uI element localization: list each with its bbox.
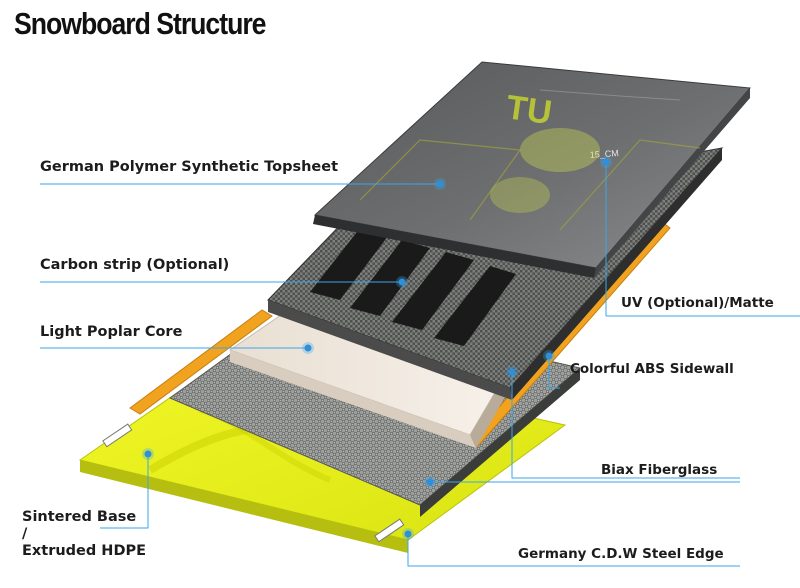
label-biax-fiberglass: Biax Fiberglass [601,462,718,478]
leader-markers [142,156,612,540]
label-base-line3: Extruded HDPE [22,543,147,559]
topsheet-graphic-text: TU [504,88,554,132]
marker-core [302,342,314,354]
sidewall-left [129,309,273,415]
label-topsheet: German Polymer Synthetic Topsheet [40,159,339,175]
steel-edge [102,423,405,543]
marker-edge [402,528,414,540]
marker-uv [600,156,612,168]
marker-fiberglass-upper [506,366,518,378]
label-base-line1: Sintered Base [22,509,137,525]
marker-topsheet [434,178,446,190]
marker-base [142,448,154,460]
marker-carbon [396,276,408,288]
topsheet-layer: TU 15_CM [313,61,752,278]
label-uv-matte: UV (Optional)/Matte [621,295,774,311]
label-steel-edge: Germany C.D.W Steel Edge [518,546,724,562]
label-base-line2: / [22,526,28,542]
marker-sidewall [543,350,555,362]
label-poplar-core: Light Poplar Core [40,324,183,340]
label-base: Sintered Base / Extruded HDPE [22,509,146,560]
leader-lines [40,162,800,567]
topsheet-size-mark: 15_CM [589,148,619,160]
label-carbon-strip: Carbon strip (Optional) [40,257,230,273]
marker-fiberglass-lower [424,476,436,488]
label-abs-sidewall: Colorful ABS Sidewall [570,361,734,377]
page-title: Snowboard Structure [14,6,267,41]
